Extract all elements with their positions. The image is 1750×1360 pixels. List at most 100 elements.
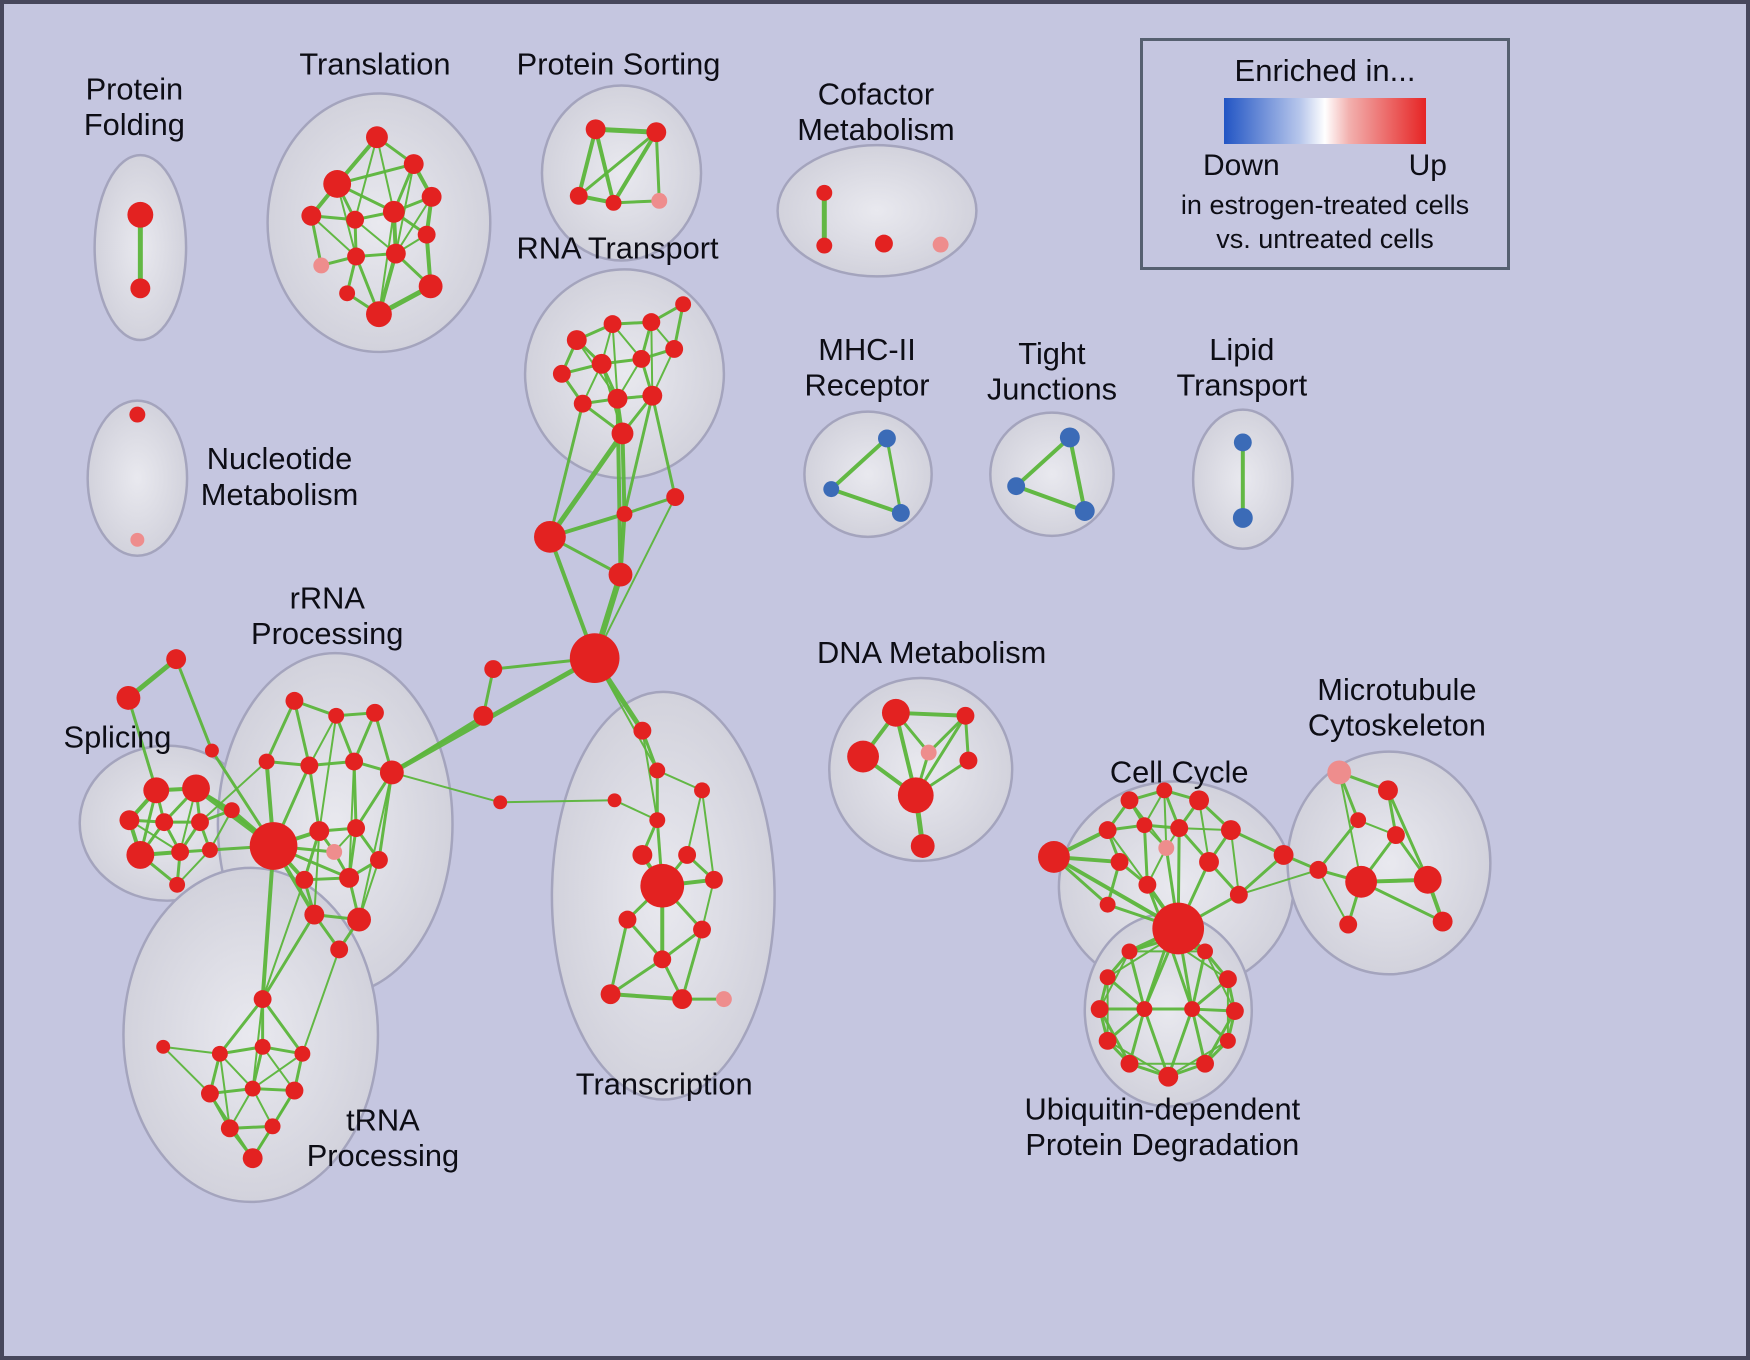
edge bbox=[548, 402, 585, 539]
node-down bbox=[1007, 477, 1026, 496]
node-up bbox=[1110, 852, 1129, 871]
node-up bbox=[156, 1039, 171, 1054]
legend: Enriched in... Down Up in estrogen-treat… bbox=[1140, 38, 1510, 270]
node-up bbox=[418, 274, 443, 299]
node-up bbox=[473, 705, 494, 726]
node-up bbox=[345, 752, 364, 771]
node-up bbox=[347, 819, 366, 838]
cluster-label-microtubule: Cytoskeleton bbox=[1308, 708, 1486, 743]
node-up bbox=[211, 1045, 228, 1062]
edge bbox=[358, 771, 393, 921]
edge bbox=[1198, 799, 1211, 863]
node-up bbox=[573, 394, 592, 413]
node-up bbox=[339, 867, 360, 888]
edge bbox=[1317, 868, 1350, 926]
edge bbox=[199, 760, 268, 824]
node-up bbox=[169, 876, 186, 893]
legend-caption-line2: vs. untreated cells bbox=[1216, 224, 1434, 254]
edge bbox=[1386, 788, 1430, 882]
edge bbox=[1190, 949, 1207, 1011]
cluster-label-cofactor: Metabolism bbox=[797, 112, 954, 147]
edge bbox=[292, 699, 311, 767]
edge bbox=[593, 496, 677, 660]
node-up bbox=[649, 812, 666, 829]
node-up bbox=[204, 743, 219, 758]
node-up bbox=[347, 907, 371, 932]
edge bbox=[829, 436, 889, 492]
cluster-label-translation: Translation bbox=[299, 47, 450, 82]
node-up bbox=[1273, 845, 1294, 865]
node-up bbox=[1225, 1002, 1244, 1020]
cluster-label-trna: Processing bbox=[307, 1138, 459, 1173]
cluster-ellipse-cofactor bbox=[776, 143, 978, 278]
cluster-label-microtubule: Microtubule bbox=[1317, 672, 1476, 707]
edge bbox=[577, 130, 658, 198]
cluster-ellipse-tight bbox=[989, 411, 1115, 538]
cluster-label-cofactor: Cofactor bbox=[818, 76, 934, 111]
node-down bbox=[1232, 508, 1253, 528]
cluster-label-nucleotide: Nucleotide bbox=[207, 441, 353, 476]
node-up bbox=[249, 822, 298, 870]
node-up bbox=[646, 122, 667, 143]
legend-title: Enriched in... bbox=[1234, 53, 1416, 88]
node-up bbox=[897, 777, 934, 814]
edge bbox=[377, 770, 394, 862]
node-up bbox=[616, 506, 633, 522]
cluster-ellipse-nucleotide bbox=[86, 399, 189, 557]
edge bbox=[1203, 1009, 1237, 1066]
edge bbox=[885, 436, 903, 515]
node-up bbox=[1136, 1001, 1153, 1018]
node-up bbox=[254, 1038, 271, 1055]
node-up bbox=[642, 313, 661, 332]
node-up bbox=[366, 703, 384, 722]
node-up bbox=[1218, 970, 1237, 989]
edge bbox=[611, 130, 659, 205]
edge bbox=[1229, 829, 1240, 896]
node-up bbox=[1098, 1031, 1117, 1050]
edge bbox=[375, 136, 395, 213]
node-up bbox=[129, 406, 146, 423]
node-up bbox=[569, 186, 588, 205]
edge bbox=[1163, 789, 1168, 849]
node-up bbox=[201, 842, 218, 858]
node-up bbox=[1158, 1066, 1179, 1087]
edge bbox=[174, 657, 214, 753]
edge bbox=[1067, 435, 1087, 513]
node-up bbox=[328, 707, 345, 724]
node-up bbox=[552, 364, 571, 383]
node-up bbox=[1170, 819, 1189, 838]
edge bbox=[593, 127, 616, 205]
node-up bbox=[632, 845, 653, 865]
legend-down-label: Down bbox=[1203, 149, 1280, 182]
edge bbox=[218, 997, 265, 1056]
node-up bbox=[605, 194, 622, 211]
edge bbox=[701, 789, 715, 881]
node-up bbox=[493, 795, 508, 810]
node-up bbox=[1136, 817, 1153, 834]
node-up bbox=[569, 633, 620, 683]
node-up bbox=[223, 802, 240, 819]
edge bbox=[313, 830, 321, 916]
node-up bbox=[910, 834, 935, 858]
node-up_light bbox=[1158, 840, 1175, 856]
node-up bbox=[1220, 820, 1241, 841]
node-up bbox=[200, 1084, 219, 1103]
edge bbox=[1014, 435, 1072, 489]
node-up bbox=[126, 841, 155, 869]
node-up bbox=[347, 247, 366, 266]
cluster-label-trna: tRNA bbox=[346, 1102, 420, 1137]
node-up bbox=[1386, 826, 1405, 845]
legend-caption-line1: in estrogen-treated cells bbox=[1180, 190, 1470, 220]
edge bbox=[609, 918, 629, 996]
edge bbox=[576, 127, 598, 198]
cluster-label-rrna: Processing bbox=[251, 616, 403, 651]
edge bbox=[126, 696, 158, 792]
node-up bbox=[220, 1119, 239, 1138]
node-up bbox=[258, 753, 275, 770]
node-up bbox=[618, 910, 637, 929]
node-up bbox=[166, 649, 187, 670]
node-up bbox=[694, 782, 710, 799]
node-down bbox=[1059, 427, 1080, 448]
edge bbox=[650, 394, 677, 499]
edge bbox=[218, 1052, 231, 1130]
